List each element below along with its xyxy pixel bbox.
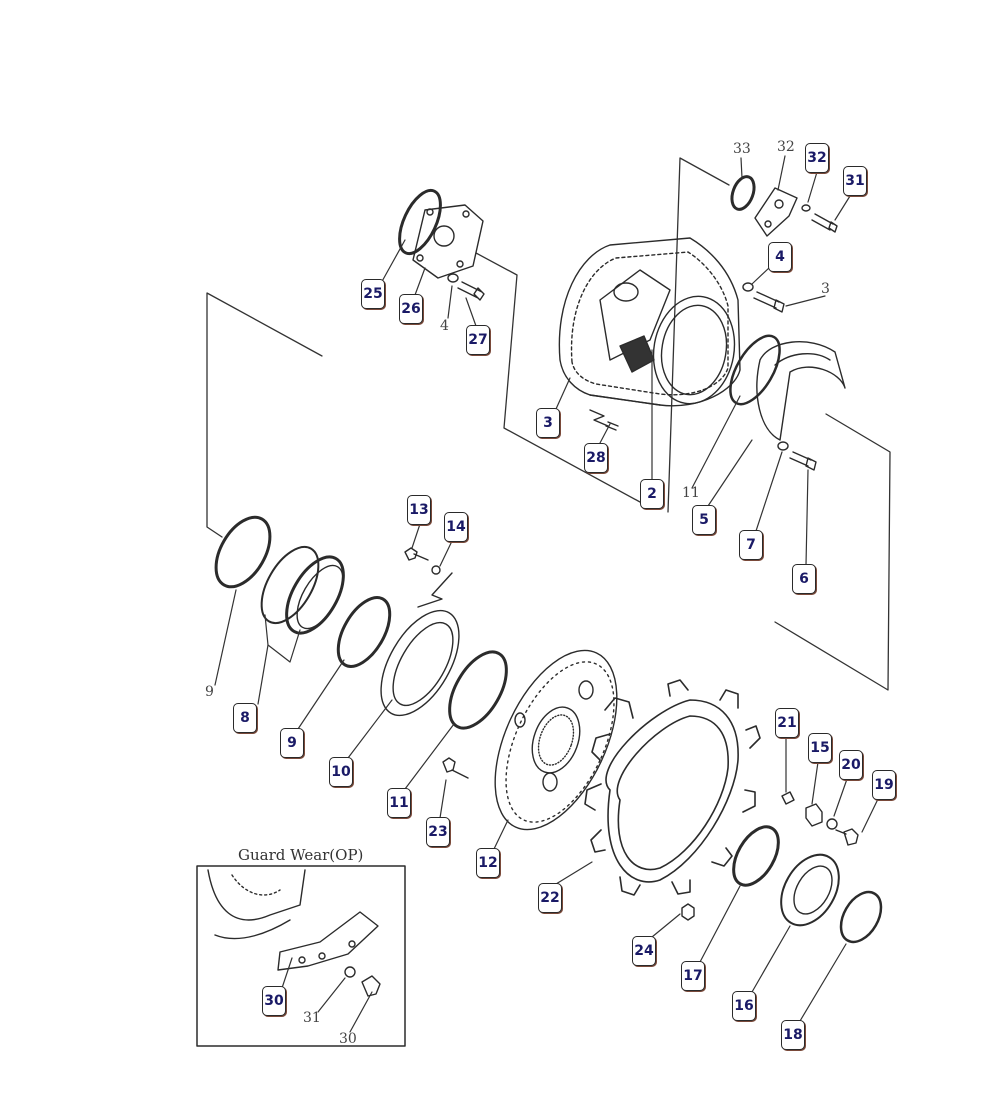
nut-24 xyxy=(681,903,695,921)
callout-12[interactable]: 12 xyxy=(476,848,500,878)
washer-20 xyxy=(826,818,838,830)
washer-27 xyxy=(447,273,459,283)
o-ring-17 xyxy=(732,825,780,887)
o-ring-9a xyxy=(214,515,272,589)
callout-28[interactable]: 28 xyxy=(584,443,608,473)
block-15 xyxy=(805,803,823,827)
pin-28 xyxy=(605,421,619,431)
plain-32: 32 xyxy=(777,139,795,155)
bolt-13 xyxy=(404,547,429,561)
pin-21 xyxy=(781,791,795,805)
callout-19[interactable]: 19 xyxy=(872,770,896,800)
washer-7 xyxy=(777,441,789,451)
callout-2[interactable]: 2 xyxy=(640,479,664,509)
bolt-27 xyxy=(457,281,485,301)
callout-26[interactable]: 26 xyxy=(399,294,423,324)
callout-5[interactable]: 5 xyxy=(692,505,716,535)
callout-6[interactable]: 6 xyxy=(792,564,816,594)
assembly-bracket-lines xyxy=(206,157,891,691)
inset-title: Guard Wear(OP) xyxy=(238,846,364,864)
callout-31[interactable]: 31 xyxy=(843,166,867,196)
callout-11[interactable]: 11 xyxy=(387,788,411,818)
leader-lines xyxy=(214,155,879,1033)
bolt-30-inset xyxy=(361,975,381,997)
callout-8[interactable]: 8 xyxy=(233,703,257,733)
washer-31-inset xyxy=(344,966,356,978)
o-ring-11 xyxy=(729,334,781,406)
callout-16[interactable]: 16 xyxy=(732,991,756,1021)
callout-4[interactable]: 4 xyxy=(768,242,792,272)
plain-31: 31 xyxy=(303,1010,321,1026)
shield-5 xyxy=(756,341,846,441)
guard-wear-inset xyxy=(196,865,406,1047)
retainer-10 xyxy=(380,609,460,717)
bolt-31 xyxy=(811,213,838,233)
sprocket-segment-22 xyxy=(584,679,761,896)
o-ring-33 xyxy=(730,175,756,211)
callout-3[interactable]: 3 xyxy=(536,408,560,438)
cover-plate-26 xyxy=(412,204,484,279)
callout-9[interactable]: 9 xyxy=(280,728,304,758)
plain-33: 33 xyxy=(733,141,751,157)
callout-7[interactable]: 7 xyxy=(739,530,763,560)
plain-9: 9 xyxy=(205,684,214,700)
clamp-32 xyxy=(754,187,798,237)
callout-10[interactable]: 10 xyxy=(329,757,353,787)
callout-14[interactable]: 14 xyxy=(444,512,468,542)
callout-30[interactable]: 30 xyxy=(262,986,286,1016)
washer-32 xyxy=(801,204,811,212)
callout-18[interactable]: 18 xyxy=(781,1020,805,1050)
plain-11: 11 xyxy=(682,485,700,501)
washer-14 xyxy=(431,565,441,575)
callout-27[interactable]: 27 xyxy=(466,325,490,355)
housing-3 xyxy=(558,237,741,407)
callout-17[interactable]: 17 xyxy=(681,961,705,991)
callout-20[interactable]: 20 xyxy=(839,750,863,780)
callout-15[interactable]: 15 xyxy=(808,733,832,763)
hub-12 xyxy=(494,649,618,831)
bolt-3 xyxy=(753,291,785,313)
o-ring-18 xyxy=(839,890,883,944)
callout-21[interactable]: 21 xyxy=(775,708,799,738)
nut-16 xyxy=(780,853,840,927)
plain-4: 4 xyxy=(440,318,449,334)
o-ring-9b xyxy=(336,596,392,668)
bolt-6 xyxy=(789,451,817,471)
plain-30b: 30 xyxy=(339,1031,357,1047)
callout-13[interactable]: 13 xyxy=(407,495,431,525)
spring-14 xyxy=(417,572,453,608)
callout-24[interactable]: 24 xyxy=(632,936,656,966)
plain-3: 3 xyxy=(821,281,830,297)
bolt-23 xyxy=(442,757,469,779)
callout-25[interactable]: 25 xyxy=(361,279,385,309)
callout-23[interactable]: 23 xyxy=(426,817,450,847)
floating-seal-8 xyxy=(260,546,345,635)
spring-28 xyxy=(589,409,609,427)
washer-4 xyxy=(742,282,754,292)
o-ring-25 xyxy=(398,188,442,256)
o-ring-11b xyxy=(448,650,508,730)
callout-32[interactable]: 32 xyxy=(805,143,829,173)
callout-22[interactable]: 22 xyxy=(538,883,562,913)
bolt-19 xyxy=(835,828,859,846)
